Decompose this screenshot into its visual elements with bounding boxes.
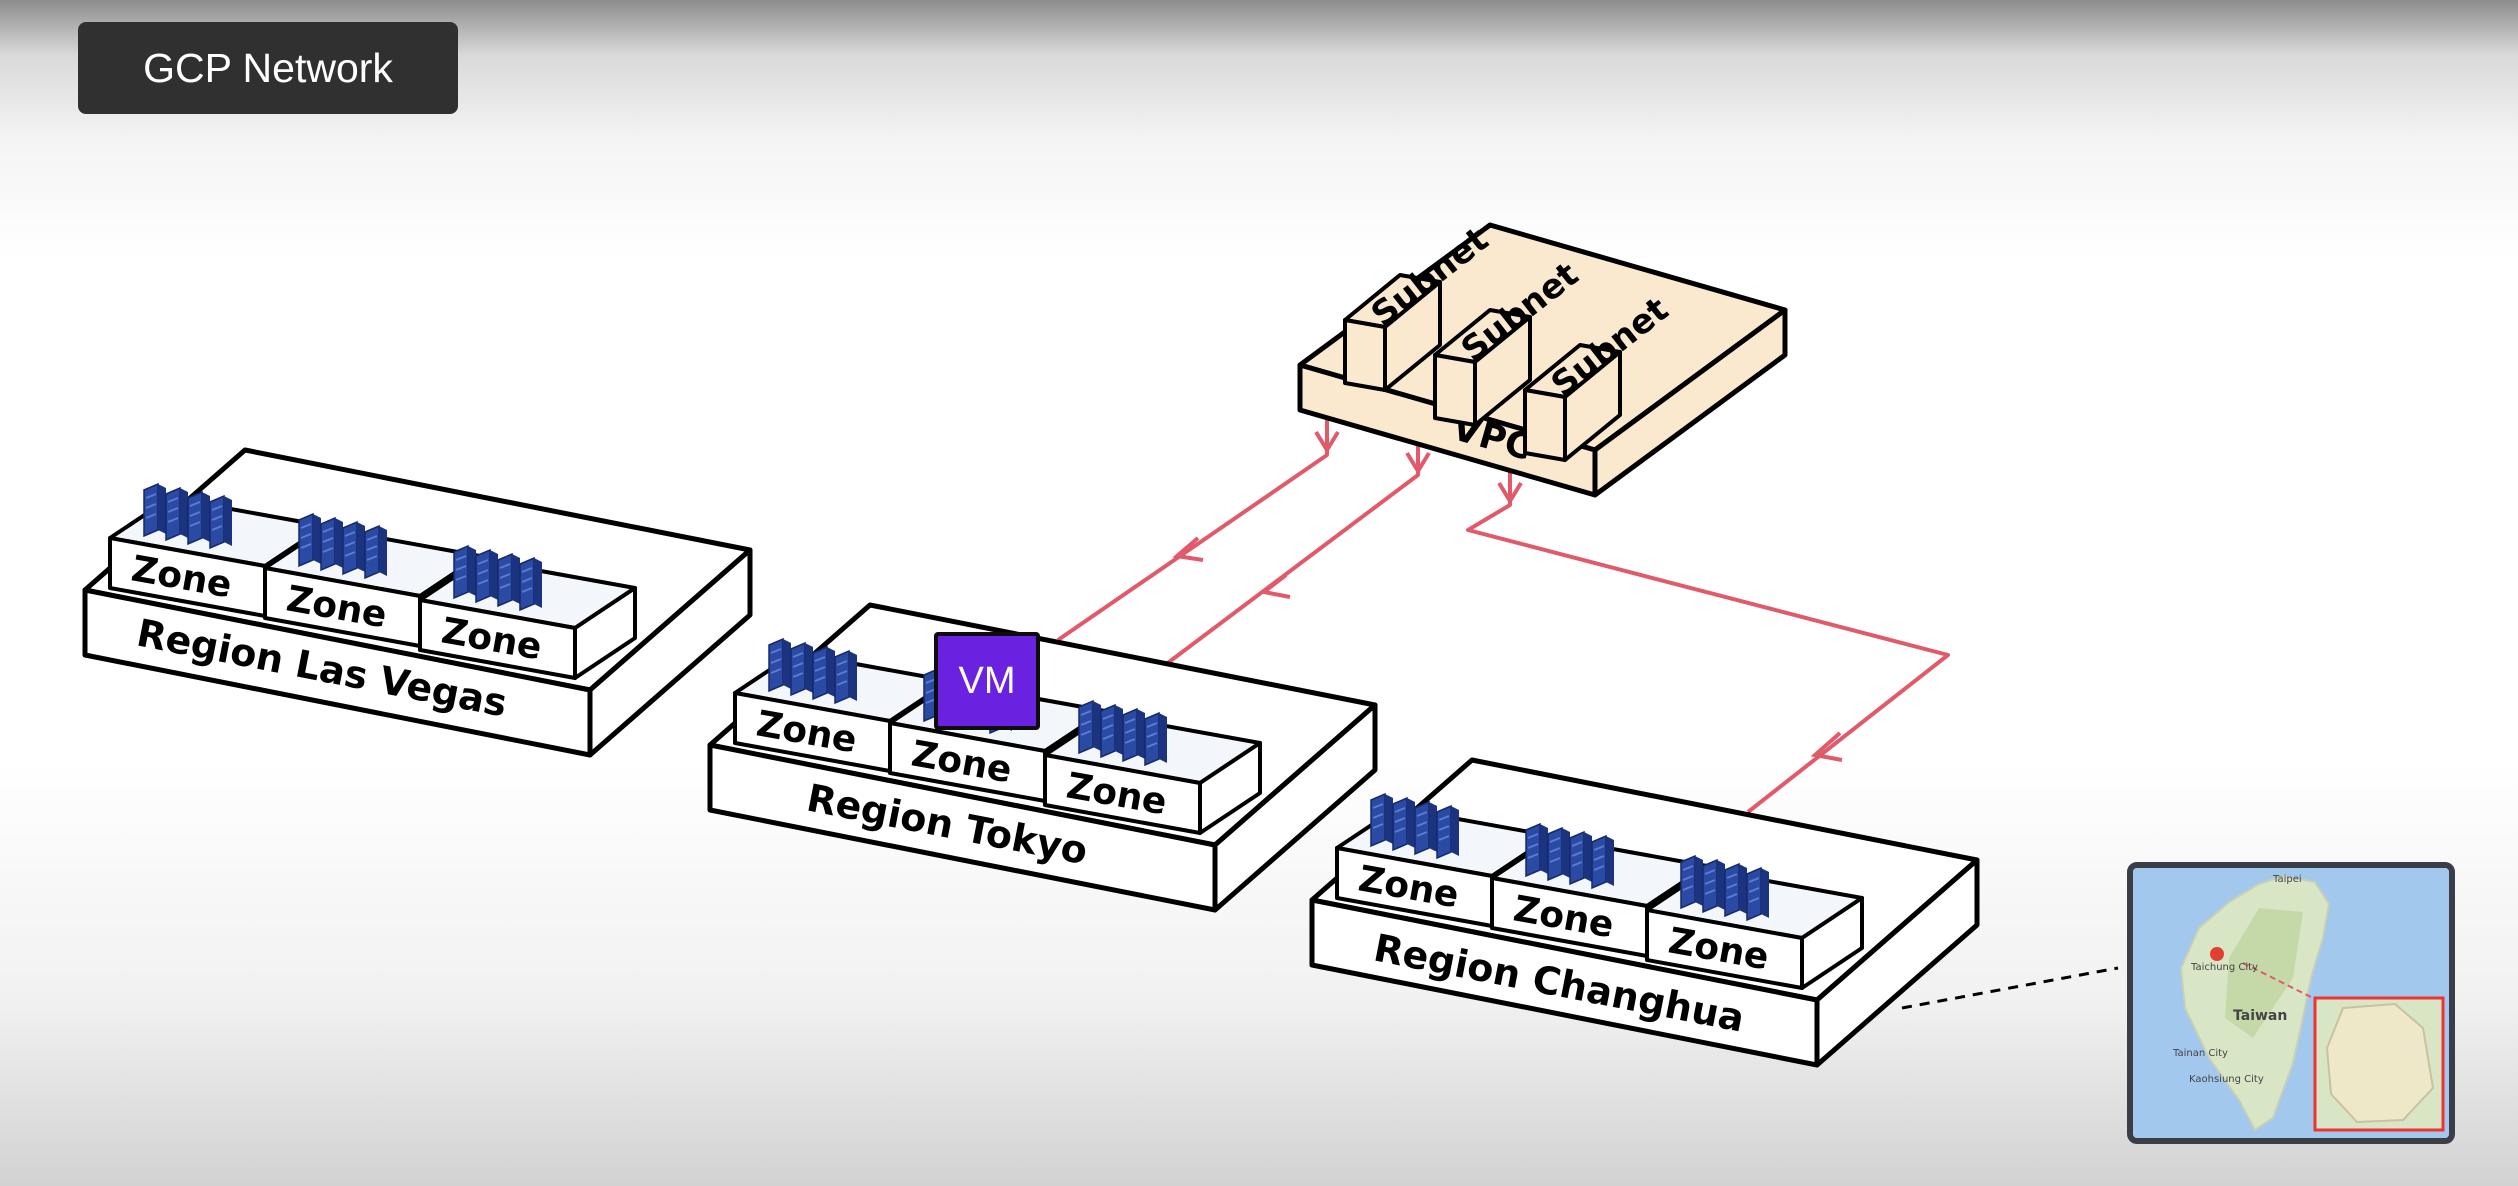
page-title: GCP Network [143,44,393,91]
map-country-label: Taiwan [2233,1008,2287,1024]
taiwan-map: Taichung City Tainan City Kaohsiung City… [2133,868,2449,1138]
map-city-label: Taipei [2272,874,2302,885]
region-las-vegas: Zone Zone Zone Region Las Vegas [85,450,750,755]
connector-arrowheads [1172,430,1843,762]
arrow-head [1172,536,1204,562]
arrow-head [1810,731,1843,762]
map-callout-line [1901,966,2119,1010]
arrow-head [1405,451,1431,475]
map-city-label: Tainan City [2172,1048,2228,1059]
region-tokyo: Zone Zone Zone Region Tokyo [710,605,1375,910]
location-pin-icon [2210,947,2224,961]
map-city-label: Taichung City [2190,962,2258,973]
vm-badge: VM [934,632,1040,730]
taiwan-map-thumbnail: Taichung City Tainan City Kaohsiung City… [2127,862,2455,1144]
page-title-badge: GCP Network [78,22,458,114]
map-city-label: Kaohsiung City [2189,1074,2264,1085]
arrow-head [1497,481,1523,505]
region-changhua: Zone Zone Zone Region Changhua [1312,760,1977,1065]
arrow-head [1314,430,1340,454]
arrow-head [1259,573,1291,599]
vm-label: VM [958,659,1016,702]
